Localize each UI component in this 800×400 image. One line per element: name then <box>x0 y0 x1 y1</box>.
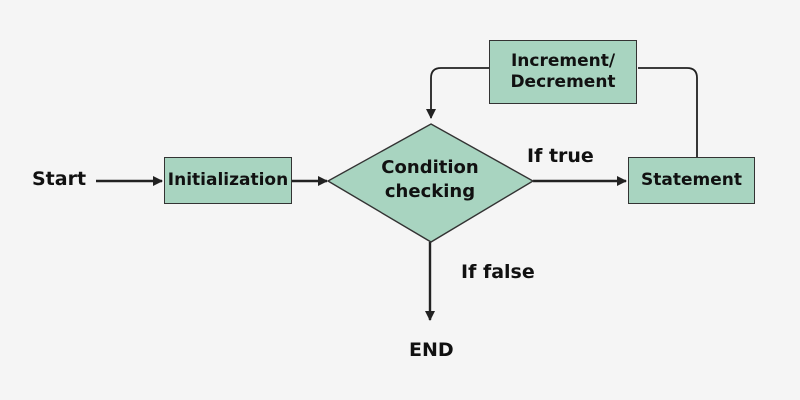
increment-label-line1: Increment/ <box>510 51 616 71</box>
condition-label: Condition checking <box>340 150 520 210</box>
statement-node: Statement <box>628 157 755 204</box>
if-false-label: If false <box>461 261 535 283</box>
arrow-statement-to-increment <box>638 67 698 157</box>
condition-diamond <box>326 123 535 243</box>
increment-label-line2: Decrement <box>510 72 616 92</box>
condition-label-line1: Condition <box>381 157 479 178</box>
initialization-label: Initialization <box>167 170 289 190</box>
statement-label: Statement <box>641 170 742 190</box>
arrow-increment-to-condition <box>426 67 490 119</box>
increment-decrement-node: Increment/ Decrement <box>489 40 637 104</box>
if-true-label: If true <box>527 145 594 167</box>
start-label: Start <box>32 168 87 190</box>
end-label: END <box>409 339 454 361</box>
condition-label-line2: checking <box>384 181 476 202</box>
initialization-node: Initialization <box>164 157 292 204</box>
